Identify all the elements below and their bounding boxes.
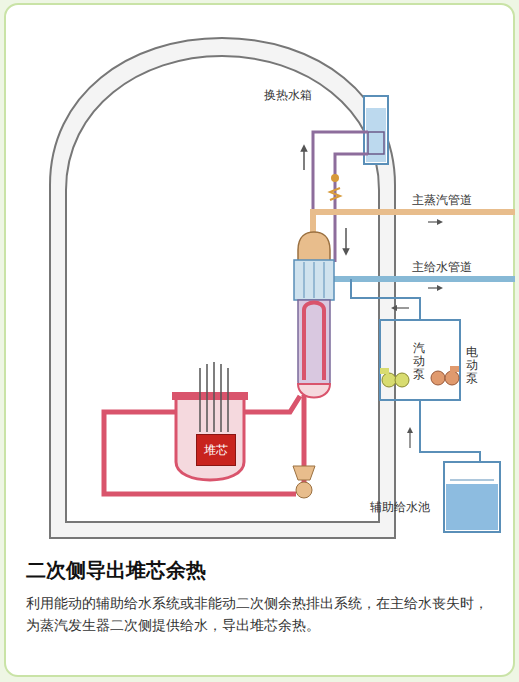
node-label: 堆芯 bbox=[204, 442, 228, 459]
pool-label: 辅助给水池 bbox=[370, 500, 430, 514]
pipe-label: 主给水管道 bbox=[412, 260, 472, 274]
caption: 利用能动的辅助给水系统或非能动二次侧余热排出系统，在主给水丧失时，为蒸汽发生器二… bbox=[26, 592, 498, 636]
title: 二次侧导出堆芯余热 bbox=[26, 557, 206, 584]
core-box: 堆芯 bbox=[196, 434, 236, 466]
pump-label: 电动泵 bbox=[466, 346, 478, 386]
tank-label: 换热水箱 bbox=[264, 88, 312, 102]
pump-label: 汽动泵 bbox=[413, 342, 425, 382]
pipe-label: 主蒸汽管道 bbox=[412, 193, 472, 207]
